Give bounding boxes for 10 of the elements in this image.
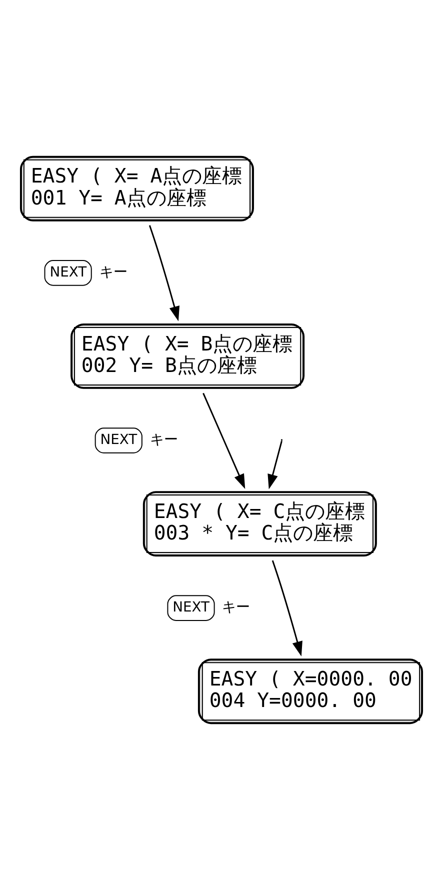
node-box: NEXT [44,260,92,286]
arrow [272,560,302,656]
node-box: NEXT [94,428,142,454]
arrow [148,225,180,322]
node-label: キー [222,600,250,616]
node-box: NEXT [167,595,215,621]
arrow [202,392,246,489]
node-label: キー [150,432,178,448]
node-label: キー [99,264,128,281]
arrow [268,440,282,490]
